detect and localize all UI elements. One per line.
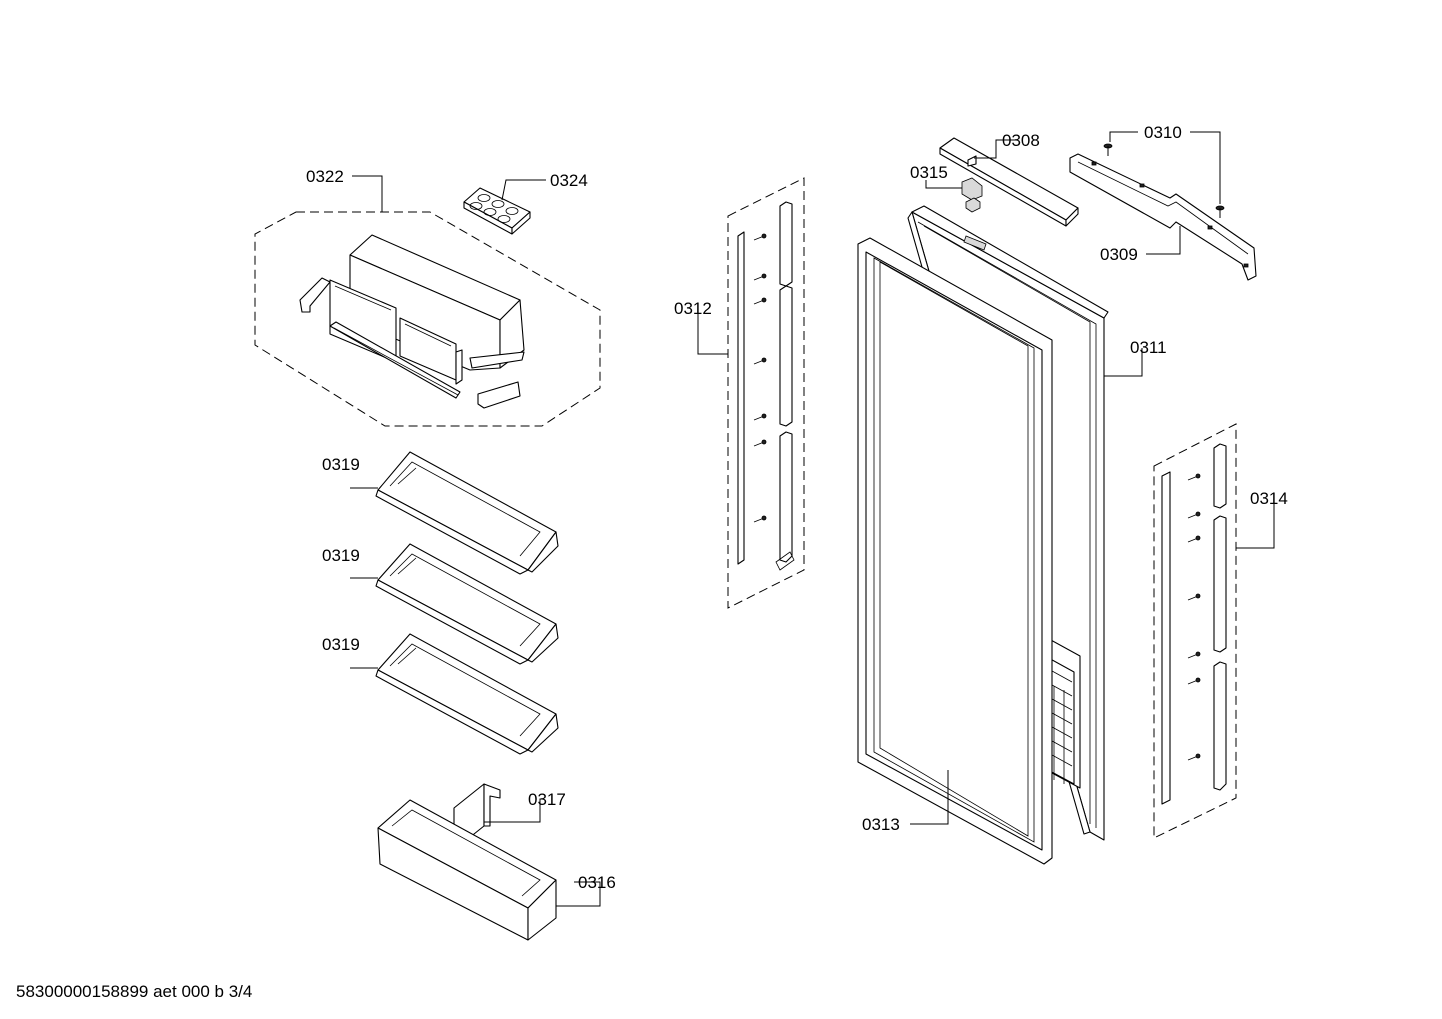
- screws-0314: [1187, 473, 1201, 761]
- label-0315: 0315: [910, 163, 948, 182]
- part-0308-top-trim[interactable]: [939, 137, 1079, 227]
- part-0322-box-assembly[interactable]: [254, 211, 601, 427]
- part-0312-rail-kit[interactable]: [727, 177, 805, 609]
- label-0319-a: 0319: [322, 455, 360, 474]
- label-0316: 0316: [578, 873, 616, 892]
- label-0312: 0312: [674, 299, 712, 318]
- part-0324-egg-tray[interactable]: [463, 187, 531, 235]
- label-0310: 0310: [1144, 123, 1182, 142]
- part-0310-screws[interactable]: [1103, 143, 1225, 218]
- part-0316-bottle-bin[interactable]: [377, 799, 557, 941]
- part-0309-hinge-bracket[interactable]: [1069, 153, 1257, 281]
- label-0322: 0322: [306, 167, 344, 186]
- label-0319-c: 0319: [322, 635, 360, 654]
- part-0314-rail-kit[interactable]: [1153, 423, 1237, 839]
- label-0313: 0313: [862, 815, 900, 834]
- part-0315-clip[interactable]: [961, 177, 983, 213]
- label-0311: 0311: [1130, 338, 1167, 357]
- label-0308: 0308: [1002, 131, 1040, 150]
- label-0319-b: 0319: [322, 546, 360, 565]
- label-0309: 0309: [1100, 245, 1138, 264]
- leader-lines: [350, 131, 1275, 907]
- label-0314: 0314: [1250, 489, 1288, 508]
- label-0317: 0317: [528, 790, 566, 809]
- part-0313-door-gasket[interactable]: [857, 237, 1053, 865]
- screws-0312: [753, 233, 767, 523]
- part-0319-door-bin-1[interactable]: [375, 451, 559, 575]
- part-0319-door-bin-3[interactable]: [375, 633, 559, 755]
- document-reference: 58300000158899 aet 000 b 3/4: [16, 982, 252, 1001]
- label-0324: 0324: [550, 171, 588, 190]
- part-0319-door-bin-2[interactable]: [375, 543, 559, 665]
